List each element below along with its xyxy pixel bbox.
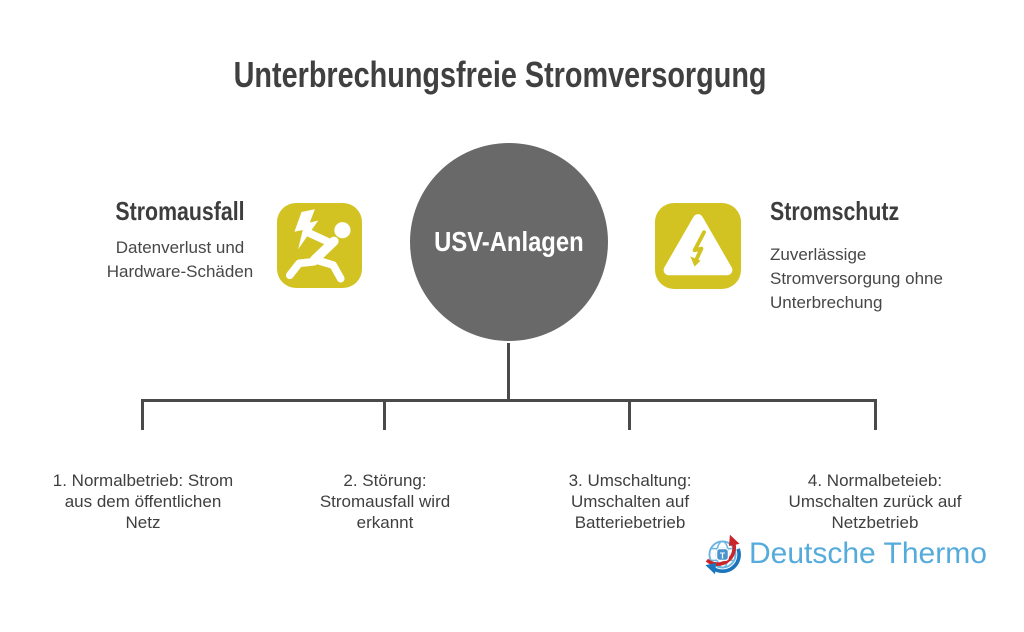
high-voltage-warning-icon <box>655 203 741 289</box>
protection-description: Zuverlässige Stromversorgung ohne Unterb… <box>770 245 943 312</box>
connector-stem <box>507 343 510 400</box>
falling-person-shock-icon <box>277 203 362 288</box>
step-label: 2. Störung: Stromausfall wird erkannt <box>319 471 451 532</box>
step-label: 4. Normalbeteieb: Umschalten zurück auf … <box>788 471 962 532</box>
page-title: Unterbrechungsfreie Stromversorgung <box>0 55 1000 95</box>
step-item-4: 4. Normalbeteieb: Umschalten zurück auf … <box>760 449 990 533</box>
step-item-1: 1. Normalbetrieb: Strom aus dem öffentli… <box>28 449 258 533</box>
logo-monogram: T <box>720 550 726 560</box>
falling-person-shock-glyph <box>285 209 351 283</box>
hazard-panel: Stromausfall Datenverlust und Hardware-S… <box>55 196 305 284</box>
connector-drop-3 <box>628 399 631 430</box>
hazard-description: Datenverlust und Hardware-Schäden <box>106 238 254 281</box>
connector-horizontal <box>141 399 877 402</box>
page-title-text: Unterbrechungsfreie Stromversorgung <box>233 54 767 95</box>
brand-logo: T Deutsche Thermo <box>699 529 987 579</box>
central-node-label: USV-Anlagen <box>434 226 584 257</box>
high-voltage-warning-glyph <box>663 214 733 276</box>
step-item-2: 2. Störung: Stromausfall wird erkannt <box>270 449 500 533</box>
connector-drop-4 <box>874 399 877 430</box>
connector-drop-1 <box>141 399 144 430</box>
protection-heading: Stromschutz <box>770 196 900 226</box>
step-label: 1. Normalbetrieb: Strom aus dem öffentli… <box>52 471 234 532</box>
globe-sync-icon: T <box>705 534 741 574</box>
hazard-heading: Stromausfall <box>115 196 245 226</box>
step-item-3: 3. Umschaltung: Umschalten auf Batterieb… <box>515 449 745 533</box>
step-label: 3. Umschaltung: Umschalten auf Batterieb… <box>568 471 692 532</box>
usv-central-node: USV-Anlagen <box>410 143 608 341</box>
brand-name: Deutsche Thermo <box>749 537 987 570</box>
protection-panel: Stromschutz Zuverlässige Stromversorgung… <box>770 196 985 315</box>
connector-drop-2 <box>383 399 386 430</box>
